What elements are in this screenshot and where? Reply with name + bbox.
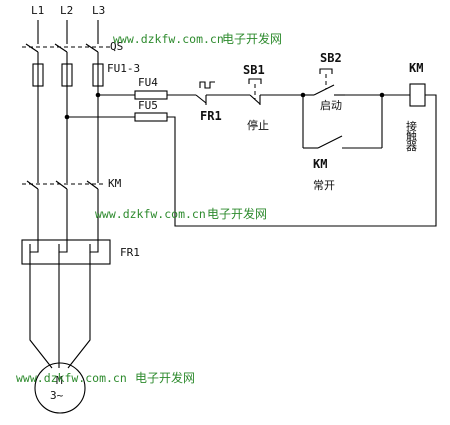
- label-contactor: 接 触 器: [406, 120, 421, 153]
- fuse-fu4: [134, 90, 168, 100]
- label-motor-phase: 3~: [50, 389, 64, 402]
- km-main-contacts: [22, 180, 104, 190]
- watermark-url-2: www.dzkfw.com.cn: [95, 207, 206, 221]
- sb2-start-button: [303, 68, 345, 96]
- fuse-fu1-3: [32, 63, 104, 87]
- label-l2: L2: [60, 4, 73, 17]
- watermark-text-2: 电子开发网: [207, 206, 267, 221]
- label-fu4: FU4: [138, 76, 158, 89]
- qs-switch: [22, 43, 110, 53]
- label-start: 启动: [320, 99, 342, 112]
- label-sb2: SB2: [320, 51, 342, 65]
- control-circuit: [64, 68, 437, 227]
- watermarks: www.dzkfw.com.cn 电子开发网 www.dzkfw.com.cn …: [16, 31, 282, 385]
- watermark-text-1: 电子开发网: [222, 31, 282, 46]
- label-fu1-3: FU1-3: [107, 62, 140, 75]
- control-return-wire: [167, 94, 437, 227]
- watermark-url-1: www.dzkfw.com.cn: [113, 32, 224, 46]
- label-motor-m: M: [56, 374, 63, 387]
- watermark-url-3: www.dzkfw.com.cn: [16, 371, 127, 385]
- label-km-main: KM: [108, 177, 122, 190]
- motor-feed-1: [29, 264, 53, 369]
- sb1-stop-button: [248, 78, 262, 105]
- fuse-fu5: [134, 112, 168, 122]
- motor-symbol: [34, 362, 86, 414]
- labels: L1 L2 L3 QS FU1-3 FU4 FU5 FR1 SB1 停止 SB2…: [31, 4, 423, 402]
- label-km-hold: KM: [313, 157, 327, 171]
- motor-feed-3: [67, 264, 91, 369]
- km-hold-contact: [303, 135, 382, 149]
- label-fr1-contact: FR1: [200, 109, 222, 123]
- label-stop: 停止: [247, 118, 269, 132]
- label-sb1: SB1: [243, 63, 265, 77]
- label-normally-open: 常开: [313, 179, 335, 192]
- label-l3: L3: [92, 4, 105, 17]
- label-qs: QS: [110, 40, 123, 53]
- label-l1: L1: [31, 4, 44, 17]
- watermark-text-3: 电子开发网: [135, 370, 195, 385]
- thermal-relay-fr1: [21, 239, 111, 265]
- label-km-coil: KM: [409, 61, 423, 75]
- fr1-nc-contact: [195, 81, 215, 105]
- power-circuit: [21, 20, 111, 414]
- km-coil: [409, 83, 426, 107]
- label-fr1-relay: FR1: [120, 246, 140, 259]
- label-fu5: FU5: [138, 99, 158, 112]
